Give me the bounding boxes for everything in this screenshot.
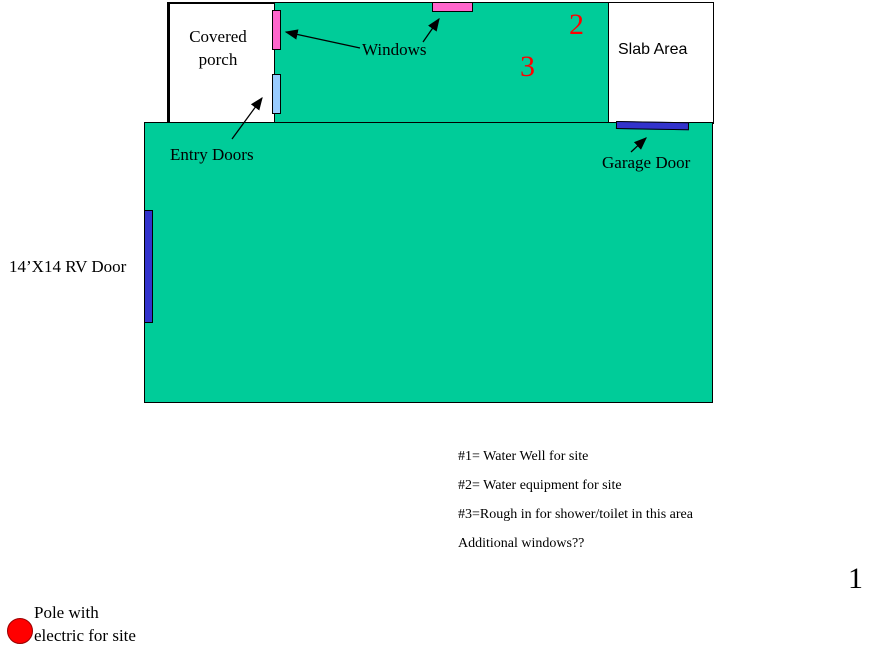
slab-area-label: Slab Area bbox=[618, 41, 688, 58]
marker-3: 3 bbox=[520, 50, 535, 83]
note-4: Additional windows?? bbox=[458, 536, 585, 551]
garage-door-label: Garage Door bbox=[602, 153, 691, 172]
entry-door bbox=[272, 74, 281, 114]
arrow-entry-doors bbox=[231, 96, 263, 140]
note-2: #2= Water equipment for site bbox=[458, 478, 622, 493]
entry-doors-label: Entry Doors bbox=[170, 145, 254, 164]
window-top bbox=[432, 2, 473, 12]
rv-door bbox=[144, 210, 153, 323]
arrow-windows-to-top-window bbox=[422, 17, 440, 43]
pole-label: Pole with electric for site bbox=[34, 603, 136, 645]
arrow-windows-to-porch-window bbox=[284, 29, 361, 49]
rv-door-label: 14’X14 RV Door bbox=[9, 257, 127, 276]
window-porch-side bbox=[272, 10, 281, 50]
covered-porch-label: Covered porch bbox=[189, 27, 247, 69]
upper-room bbox=[272, 2, 608, 124]
marker-2: 2 bbox=[569, 8, 584, 41]
note-1: #1= Water Well for site bbox=[458, 449, 589, 464]
main-building bbox=[144, 122, 713, 403]
marker-1: 1 bbox=[848, 562, 863, 595]
arrow-garage-door bbox=[630, 137, 647, 153]
electric-pole-icon bbox=[7, 618, 33, 644]
note-3: #3=Rough in for shower/toilet in this ar… bbox=[458, 507, 693, 522]
windows-label: Windows bbox=[362, 40, 427, 59]
